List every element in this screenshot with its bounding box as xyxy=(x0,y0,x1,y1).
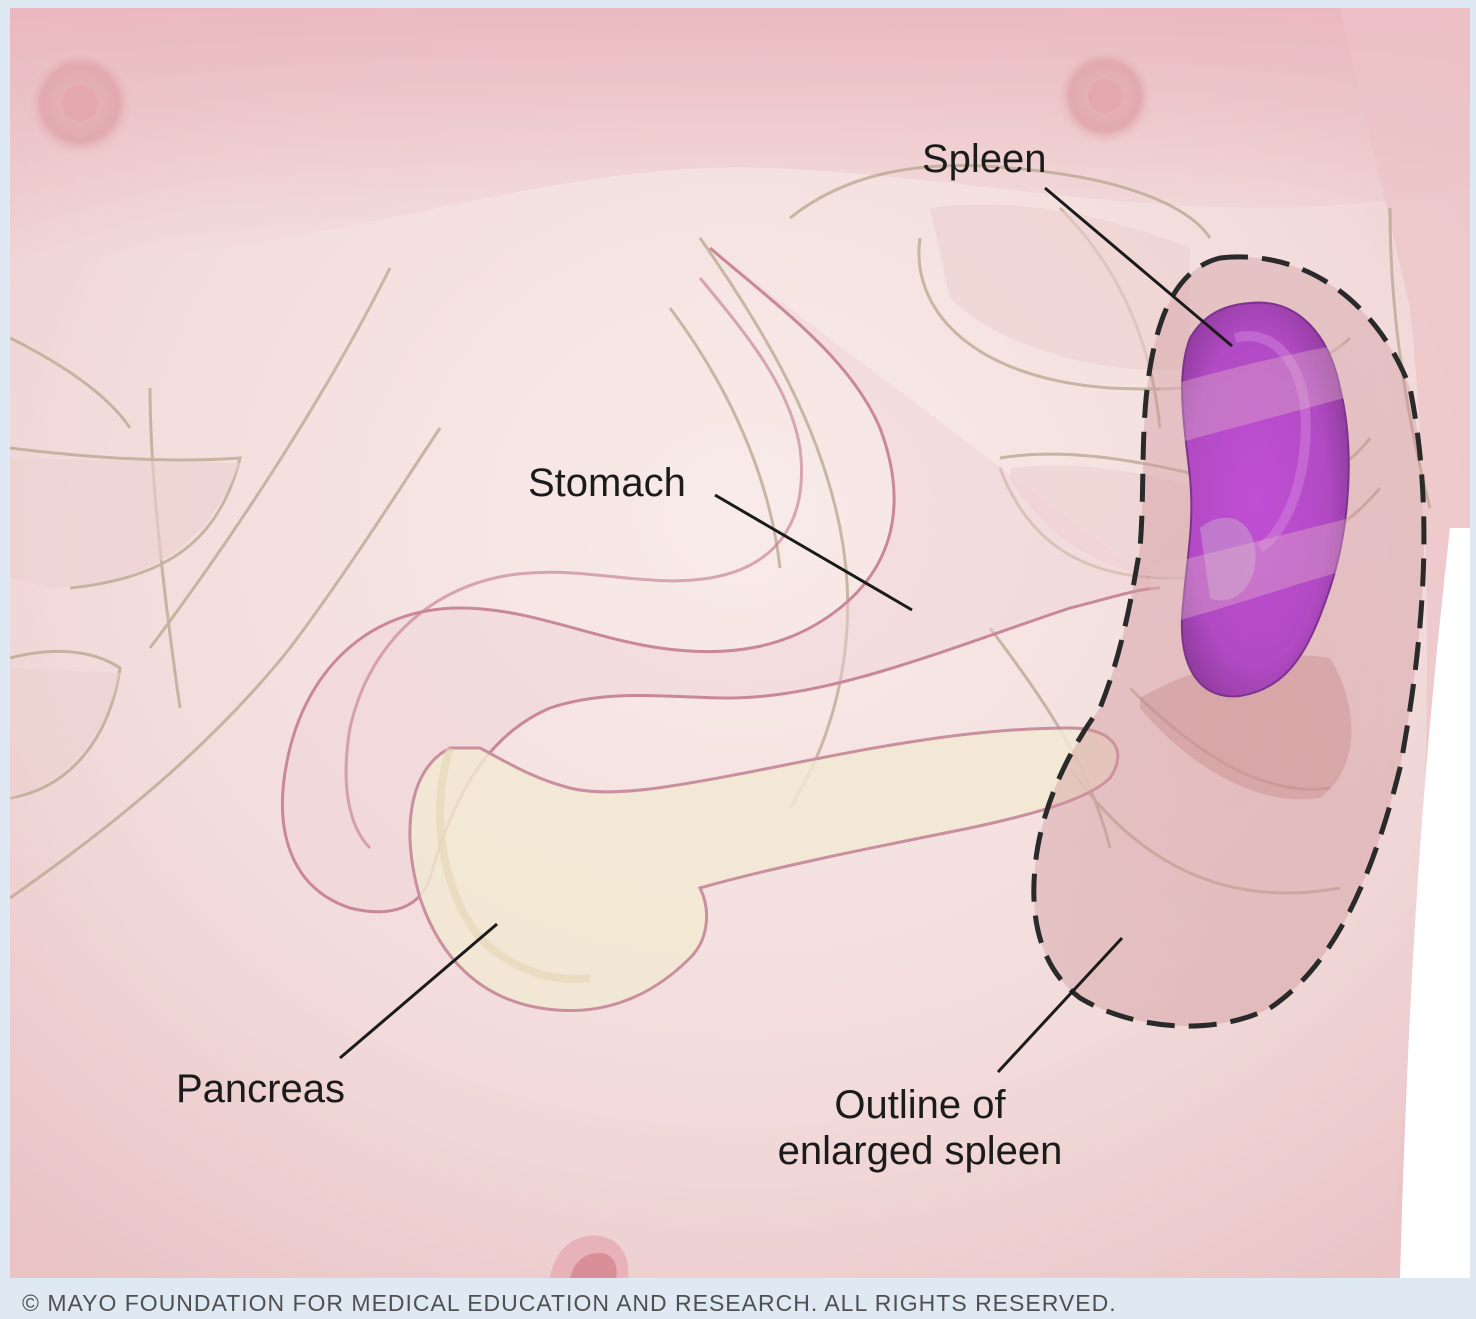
enlarged-spleen-label: Outline of enlarged spleen xyxy=(755,1082,1085,1174)
anatomy-illustration: Spleen Stomach Pancreas Outline of enlar… xyxy=(10,8,1470,1278)
enlarged-spleen-label-line1: Outline of xyxy=(755,1082,1085,1128)
enlarged-spleen-label-line2: enlarged spleen xyxy=(755,1128,1085,1174)
stomach-label: Stomach xyxy=(528,460,686,506)
spleen-label: Spleen xyxy=(922,136,1047,182)
pancreas-label: Pancreas xyxy=(176,1066,345,1112)
copyright-notice: © MAYO FOUNDATION FOR MEDICAL EDUCATION … xyxy=(22,1290,1117,1317)
